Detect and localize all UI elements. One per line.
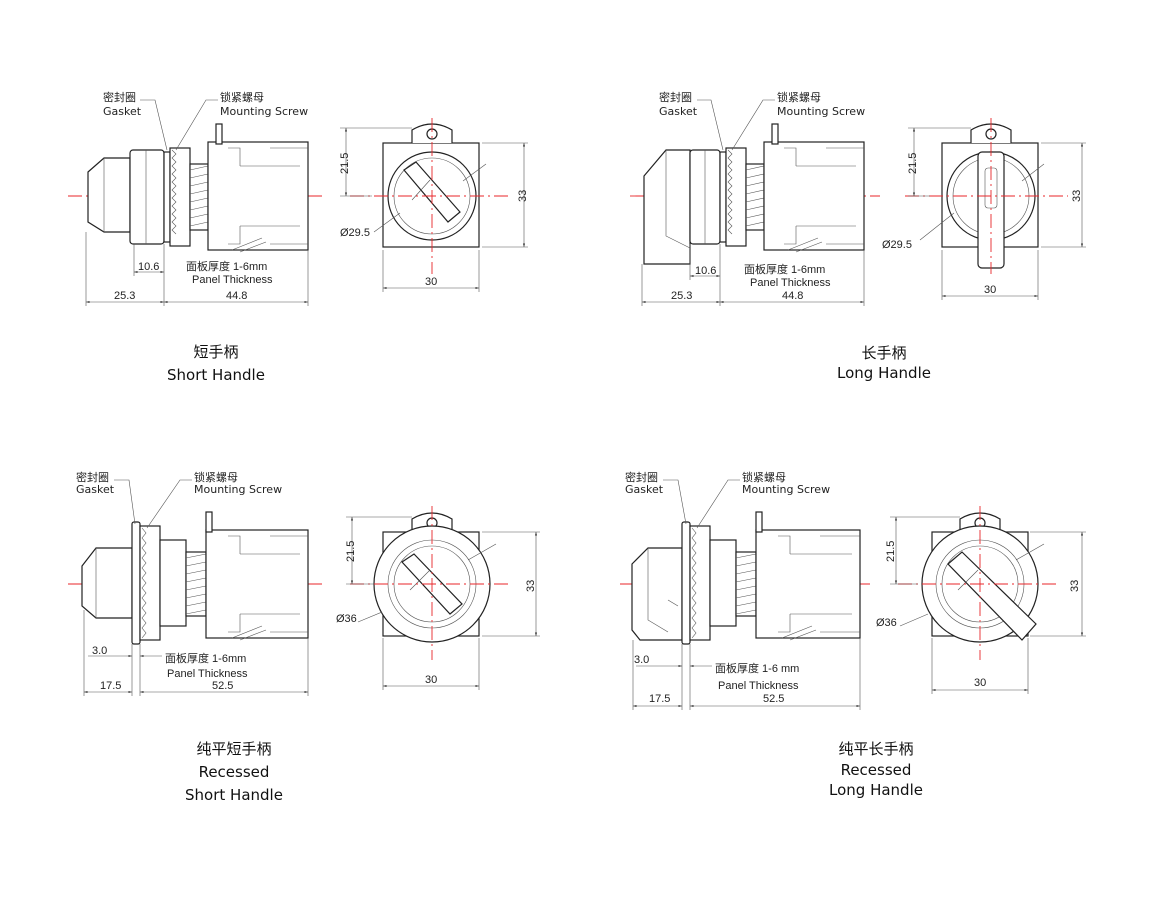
dim-w: 30 xyxy=(974,677,986,689)
panel-thickness-cn: 面板厚度 1-6 mm xyxy=(715,661,799,675)
dim-left: 17.5 xyxy=(100,680,121,692)
dim-dia: Ø36 xyxy=(336,613,357,625)
panel-thickness-en: Panel Thickness xyxy=(192,274,273,286)
front-view-long-handle xyxy=(905,118,1068,274)
side-view-recessed-long xyxy=(620,511,870,645)
dim-right: 52.5 xyxy=(763,693,784,705)
dim-w: 30 xyxy=(425,276,437,288)
dim-front: 3.0 xyxy=(92,645,107,657)
gasket-label-cn: 密封圈 xyxy=(103,90,136,104)
dim-w: 30 xyxy=(425,674,437,686)
screw-label-cn: 锁紧螺母 xyxy=(742,470,786,484)
panel-thickness-cn: 面板厚度 1-6mm xyxy=(744,262,825,276)
side-view-long-handle xyxy=(630,123,880,265)
dim-right: 44.8 xyxy=(782,290,803,302)
panel-recessed-long-handle: 密封圈 Gasket 锁紧螺母 Mounting Screw 3.0 面板厚度 … xyxy=(620,470,1086,799)
front-view-recessed-long xyxy=(898,506,1060,660)
gasket-label-cn: 密封圈 xyxy=(625,470,658,484)
panel-thickness-en: Panel Thickness xyxy=(718,680,799,692)
caption-en-1: Recessed xyxy=(199,763,270,781)
gasket-label-en: Gasket xyxy=(103,105,142,118)
caption-en-2: Long Handle xyxy=(829,781,923,799)
gasket-label-en: Gasket xyxy=(659,105,698,118)
caption-en-1: Recessed xyxy=(841,761,912,779)
dim-h2: 33 xyxy=(1071,190,1083,202)
screw-label-cn: 锁紧螺母 xyxy=(220,90,264,104)
gasket-label-cn: 密封圈 xyxy=(659,90,692,104)
caption-cn: 纯平短手柄 xyxy=(196,740,271,758)
dim-front: 10.6 xyxy=(695,265,716,277)
dim-left: 25.3 xyxy=(114,290,135,302)
dim-h1: 21.5 xyxy=(885,541,897,562)
dim-left: 25.3 xyxy=(671,290,692,302)
dim-front: 10.6 xyxy=(138,261,159,273)
dim-dia: Ø29.5 xyxy=(882,239,912,251)
dim-h1: 21.5 xyxy=(339,153,351,174)
dim-h2: 33 xyxy=(525,580,537,592)
dim-w: 30 xyxy=(984,284,996,296)
panel-thickness-en: Panel Thickness xyxy=(167,668,248,680)
panel-thickness-cn: 面板厚度 1-6mm xyxy=(186,259,267,273)
panel-long-handle: 密封圈 Gasket 锁紧螺母 Mounting Screw 10.6 面板厚度… xyxy=(630,90,1086,382)
dim-dia: Ø36 xyxy=(876,617,897,629)
dim-h2: 33 xyxy=(1069,580,1081,592)
dim-left: 17.5 xyxy=(649,693,670,705)
caption-en: Long Handle xyxy=(837,364,931,382)
panel-thickness-en: Panel Thickness xyxy=(750,277,831,289)
dim-right: 44.8 xyxy=(226,290,247,302)
caption-en: Short Handle xyxy=(167,366,265,384)
dim-h2: 33 xyxy=(517,190,529,202)
caption-cn: 短手柄 xyxy=(193,343,238,361)
panel-thickness-cn: 面板厚度 1-6mm xyxy=(165,651,246,665)
screw-label-en: Mounting Screw xyxy=(777,105,865,118)
dim-right: 52.5 xyxy=(212,680,233,692)
front-view-short-handle xyxy=(350,118,510,274)
caption-en-2: Short Handle xyxy=(185,786,283,804)
gasket-label-en: Gasket xyxy=(625,483,664,496)
gasket-label-en: Gasket xyxy=(76,483,115,496)
screw-label-en: Mounting Screw xyxy=(220,105,308,118)
panel-recessed-short-handle: 密封圈 Gasket 锁紧螺母 Mounting Screw 3.0 面板厚度 … xyxy=(68,470,540,804)
side-view-short-handle xyxy=(68,123,325,253)
side-view-recessed-short xyxy=(68,511,325,645)
dim-h1: 21.5 xyxy=(907,153,919,174)
gasket-label-cn: 密封圈 xyxy=(76,470,109,484)
panel-short-handle: 密封圈 Gasket 锁紧螺母 Mounting Screw 10.6 面板厚度… xyxy=(68,90,529,384)
screw-label-cn: 锁紧螺母 xyxy=(777,90,821,104)
dim-front: 3.0 xyxy=(634,654,649,666)
caption-cn: 纯平长手柄 xyxy=(838,740,913,758)
screw-label-cn: 锁紧螺母 xyxy=(194,470,238,484)
screw-label-en: Mounting Screw xyxy=(194,483,282,496)
front-view-recessed-short xyxy=(350,506,510,660)
screw-label-en: Mounting Screw xyxy=(742,483,830,496)
dim-h1: 21.5 xyxy=(345,541,357,562)
dim-dia: Ø29.5 xyxy=(340,227,370,239)
caption-cn: 长手柄 xyxy=(861,344,906,362)
